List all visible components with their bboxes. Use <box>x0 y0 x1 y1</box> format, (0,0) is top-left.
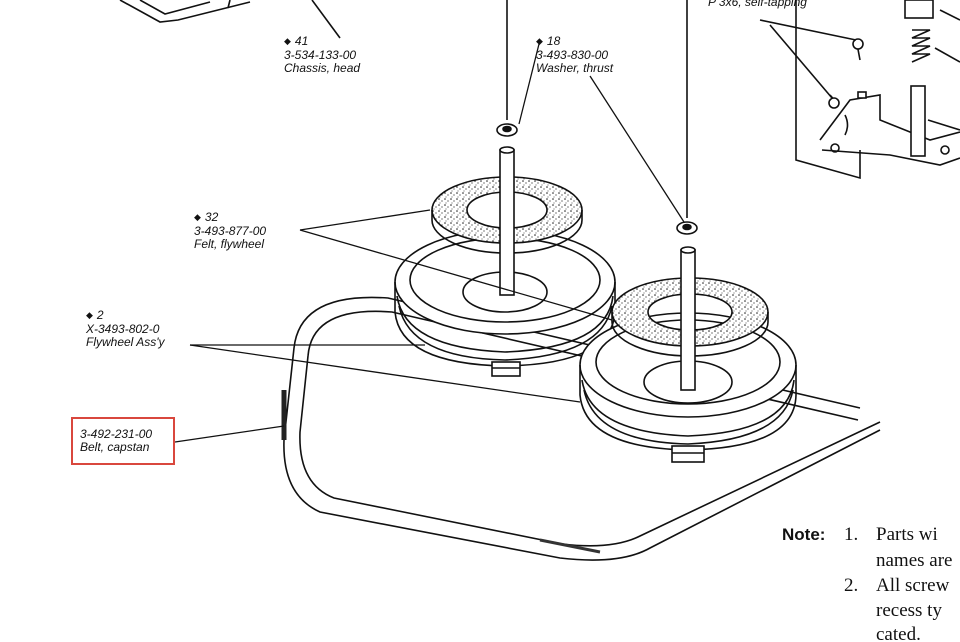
callout-part-name: Flywheel Ass'y <box>86 335 165 349</box>
callout-index: 2 <box>86 309 165 323</box>
callout-felt-flywheel: 32 3-493-877-00 Felt, flywheel <box>194 211 266 251</box>
leader-lines <box>174 39 685 443</box>
callout-part-no: 3-534-133-00 <box>284 48 357 62</box>
capstan-belt <box>281 296 881 561</box>
callout-washer-thrust: 18 3-493-830-00 Washer, thrust <box>536 35 613 75</box>
callout-belt-capstan: 3-492-231-00 Belt, capstan <box>73 419 173 454</box>
callout-index: 32 <box>194 211 266 225</box>
note-item-line: names are <box>876 550 953 571</box>
washer-thrust-left <box>496 123 518 137</box>
note-item-number: 2. <box>844 575 859 596</box>
screw-name: P 3x6, self-tapping <box>708 0 807 9</box>
note-item-number: 1. <box>844 524 859 545</box>
belt-capstan-highlight-box: 3-492-231-00 Belt, capstan <box>71 417 175 465</box>
note-item-line: cated. <box>876 624 921 642</box>
callout-part-name: Belt, capstan <box>80 440 150 454</box>
callout-part-no: 3-493-877-00 <box>194 224 267 238</box>
note-item-line: recess ty <box>876 600 942 621</box>
callout-part-no: X-3493-802-0 <box>86 322 160 336</box>
callout-part-no: 3-493-830-00 <box>536 48 609 62</box>
callout-part-name: Washer, thrust <box>536 61 614 75</box>
callout-index: 41 <box>284 35 360 49</box>
callout-part-no: 3-492-231-00 <box>80 427 153 441</box>
screw-label: P 3x6, self-tapping <box>708 0 807 9</box>
note-item-line: Parts wi <box>876 524 938 545</box>
callout-part-name: Chassis, head <box>284 61 361 75</box>
callout-flywheel-assy: 2 X-3493-802-0 Flywheel Ass'y <box>86 309 165 349</box>
note-key: Note: <box>782 525 826 544</box>
note-block: Note: 1. Parts wi names are 2. All screw… <box>782 523 960 642</box>
shaft-left <box>499 146 515 296</box>
note-item-line: All screw <box>876 575 950 596</box>
shaft-right <box>680 246 696 391</box>
callout-index: 18 <box>536 35 613 49</box>
bracket-assembly <box>759 0 960 180</box>
leader-chassis <box>311 0 341 39</box>
chassis-head-fragment <box>119 0 251 23</box>
callout-part-name: Felt, flywheel <box>194 237 265 251</box>
washer-thrust-right <box>676 221 698 235</box>
callout-chassis-head: 41 3-534-133-00 Chassis, head <box>284 35 360 75</box>
